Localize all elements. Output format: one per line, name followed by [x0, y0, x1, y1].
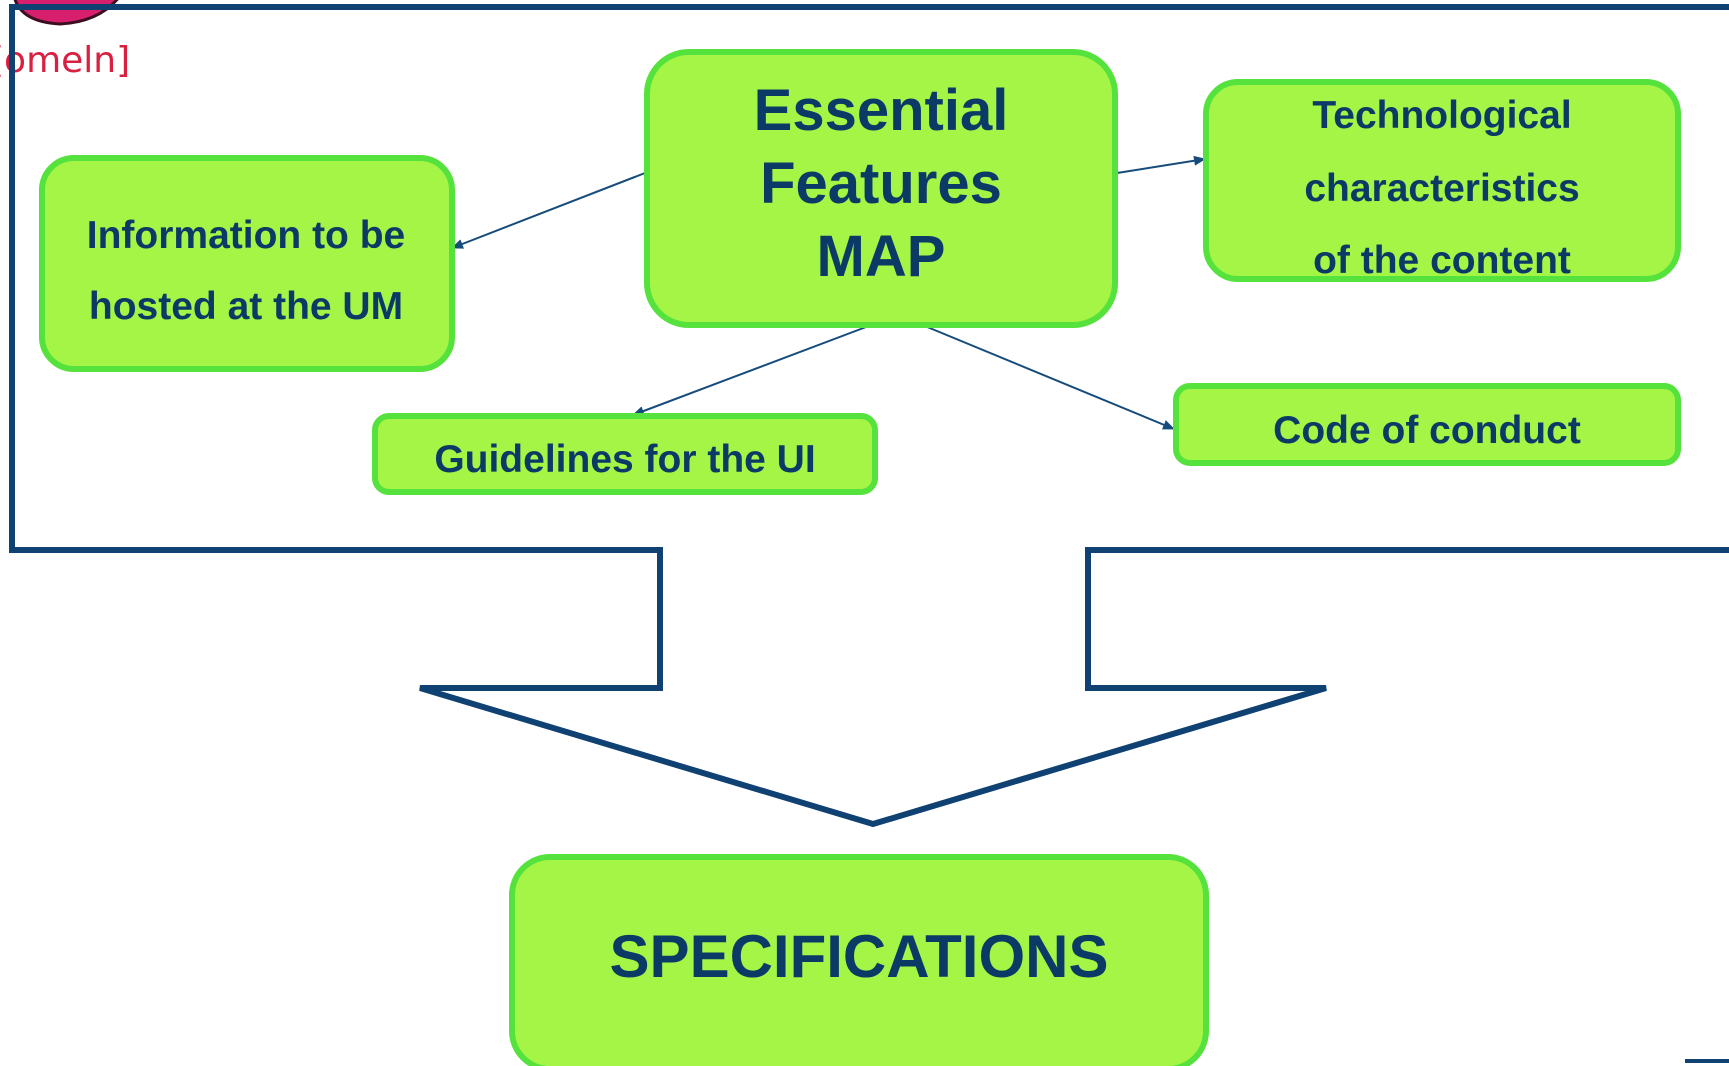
information-line-1: Information to be [87, 214, 405, 257]
connector-map-to-info [451, 172, 646, 249]
map-title-line-3: MAP [817, 224, 946, 289]
code-of-conduct-node: Code of conduct [1173, 383, 1681, 466]
information-node: Information to be hosted at the UM [39, 155, 455, 372]
essential-features-map-node: Essential Features MAP [644, 49, 1118, 328]
specifications-node: SPECIFICATIONS [509, 854, 1209, 1066]
connector-map-to-tech [1116, 155, 1206, 174]
technological-line-3: of the content [1313, 239, 1571, 282]
logo-text: [omeln] [0, 40, 130, 81]
technological-characteristics-node: Technological characteristics of the con… [1203, 79, 1681, 282]
code-of-conduct-label: Code of conduct [1273, 409, 1581, 452]
diagram-frame-arrow [9, 4, 1729, 828]
logo: [omeln] [0, 0, 130, 81]
map-title-line-1: Essential [754, 78, 1009, 143]
specifications-label: SPECIFICATIONS [610, 923, 1109, 990]
guidelines-label: Guidelines for the UI [434, 438, 815, 481]
connector-map-to-conduct [919, 323, 1175, 430]
information-line-2: hosted at the UM [89, 285, 403, 328]
connector-map-to-guidelines [632, 323, 875, 416]
guidelines-node: Guidelines for the UI [372, 413, 878, 495]
technological-line-2: characteristics [1304, 167, 1579, 210]
logo-icon [13, 0, 119, 26]
technological-line-1: Technological [1312, 94, 1571, 137]
map-title-line-2: Features [760, 151, 1002, 216]
